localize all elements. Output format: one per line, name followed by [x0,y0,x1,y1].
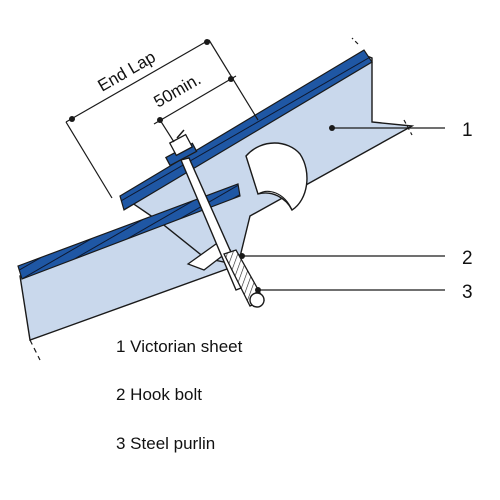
callout-1-dot [329,125,335,131]
purlin-tube [245,142,308,212]
min-edge-extension [159,119,175,143]
end-lap-dimension-line [65,39,210,123]
upper-sheet-band [119,49,373,211]
min-edge-tick-left [157,117,163,123]
lower-sheet-band [17,183,241,280]
callout-1-number: 1 [462,120,473,141]
legend-item-hook-bolt: 2 Hook bolt [116,385,202,404]
upper-sheet-break [351,37,359,45]
bolt-tip [176,129,185,139]
hook-bolt-end [249,292,265,308]
end-lap-tick-right [204,39,210,45]
bolt-nut [168,133,194,157]
lower-sheet-break [29,339,41,361]
legend-item-steel-purlin: 3 Steel purlin [116,434,216,453]
min-edge-dimension-line [153,75,237,125]
end-lap-tick-left [69,116,75,122]
callout-3-number: 3 [462,282,473,303]
end-lap-extension-left [65,121,113,199]
min-edge-tick-right [228,76,234,82]
min-edge-label: 50min. [151,69,205,111]
callout-2-dot [239,253,245,259]
legend-item-victorian-sheet: 1 Victorian sheet [116,337,243,356]
end-lap-label: End Lap [95,47,159,95]
callout-3-dot [255,287,261,293]
callout-2-number: 2 [462,248,473,269]
purlin-tube-edge [257,190,293,211]
